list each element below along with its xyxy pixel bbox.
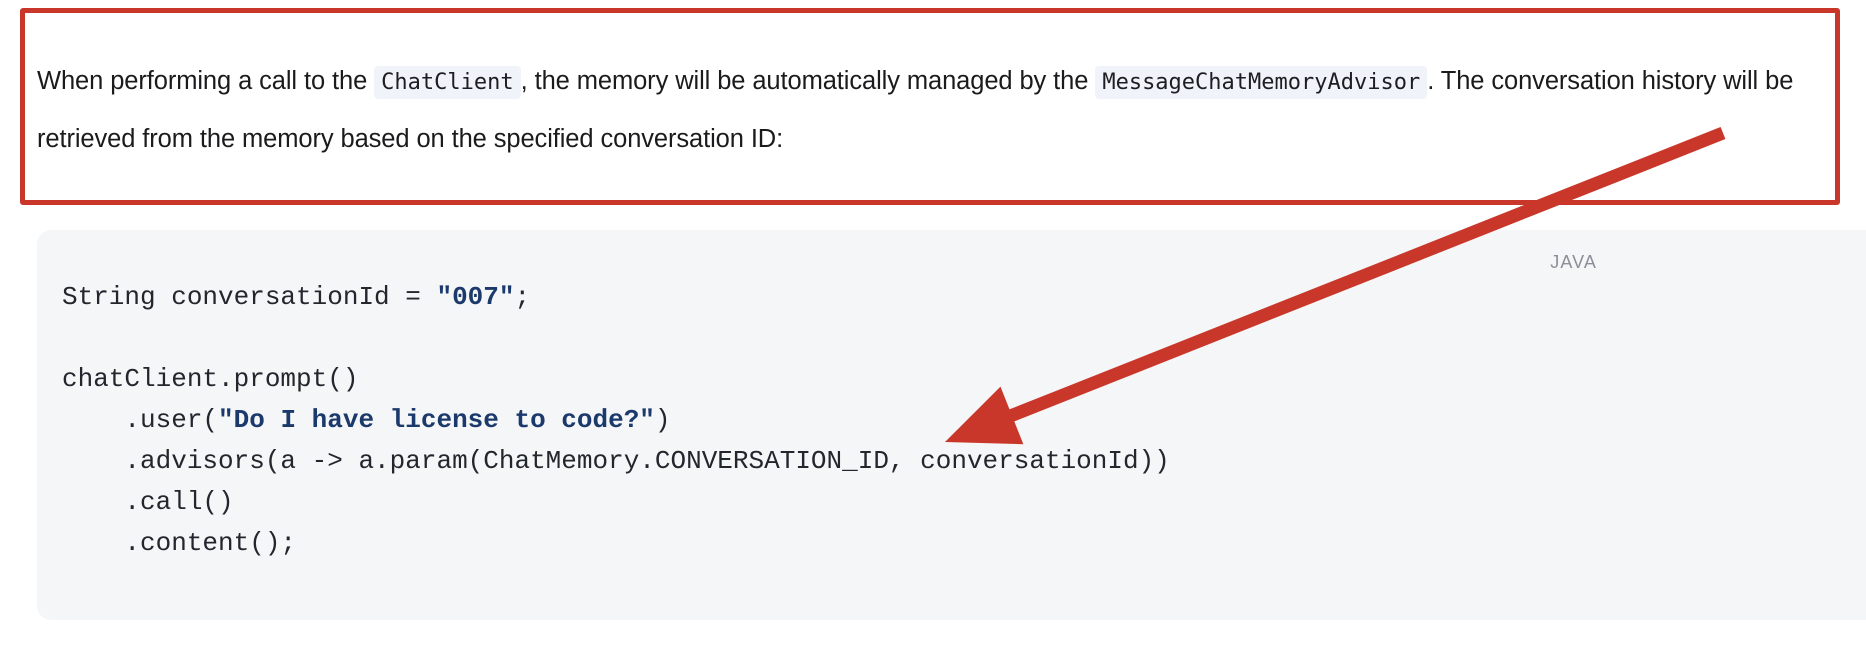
code-token-plain: .advisors(a -> a.param(ChatMemory.CONVER… <box>62 446 1170 476</box>
code-token-plain: .content(); <box>62 528 297 558</box>
paragraph-part-2: , the memory will be automatically manag… <box>520 66 1096 95</box>
paragraph-text: When performing a call to the ChatClient… <box>37 53 1825 167</box>
code-content[interactable]: String conversationId = "007"; chatClien… <box>62 276 1170 563</box>
code-lines: String conversationId = "007"; chatClien… <box>62 282 1170 558</box>
code-block: JAVA String conversationId = "007"; chat… <box>37 230 1866 620</box>
code-token-plain: .user( <box>62 405 219 435</box>
code-token-plain: .call() <box>62 487 234 517</box>
code-token-string: "Do I have license to code?" <box>218 405 655 435</box>
paragraph-part-3: . The conversation history will be retri… <box>37 66 1794 153</box>
code-token-plain: ; <box>514 282 531 312</box>
inline-code-messagechatmemoryadvisor: MessageChatMemoryAdvisor <box>1095 65 1428 99</box>
code-token-plain: ) <box>654 405 671 435</box>
inline-code-chatclient: ChatClient <box>374 65 521 99</box>
code-token-plain: String conversationId = <box>62 282 437 312</box>
code-language-label: JAVA <box>1550 252 1597 272</box>
paragraph-part-1: When performing a call to the <box>37 66 375 95</box>
code-token-plain: chatClient.prompt() <box>62 364 359 394</box>
code-token-string: "007" <box>436 282 515 312</box>
annotation-highlight-box: When performing a call to the ChatClient… <box>20 8 1840 205</box>
